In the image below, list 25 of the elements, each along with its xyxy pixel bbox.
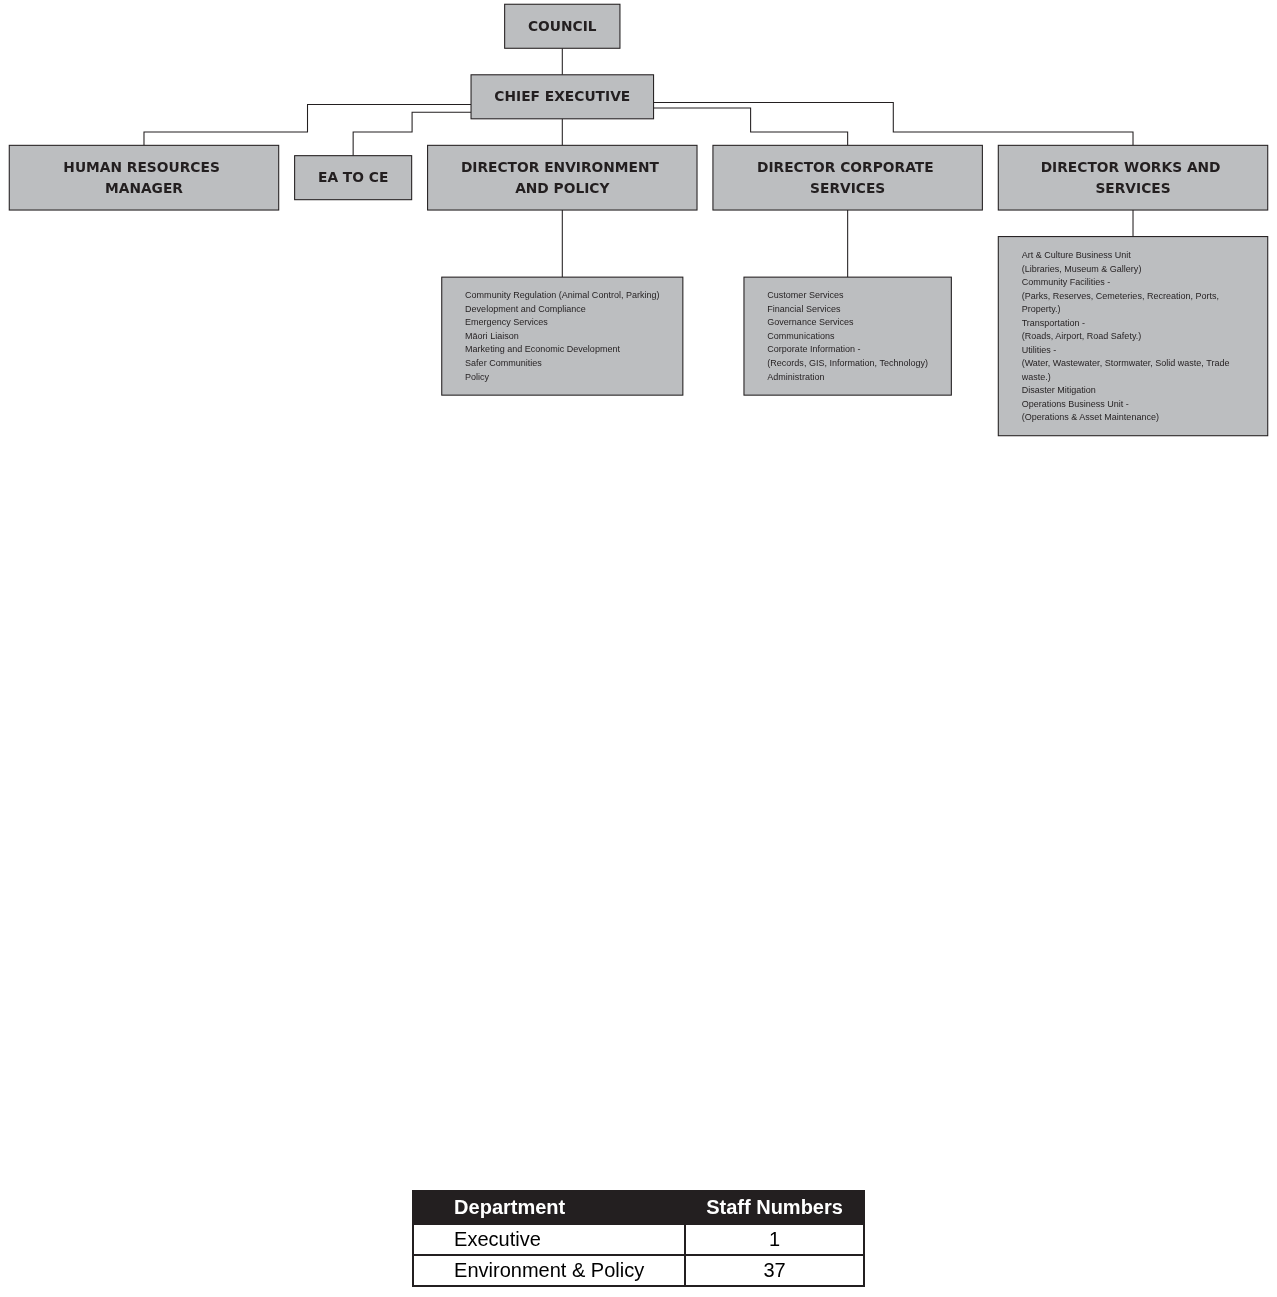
node-box: DIRECTOR ENVIRONMENT AND POLICY bbox=[427, 144, 698, 211]
node-box: Community Regulation (Animal Control, Parking) Development and Compliance Emergency Services Māori Liaison Marketing and Economic Development Safer Communities Policy bbox=[441, 276, 684, 396]
node-box: HUMAN RESOURCES MANAGER bbox=[8, 144, 280, 211]
node-box: DIRECTOR WORKS AND SERVICES bbox=[997, 144, 1269, 211]
node-box: COUNCIL bbox=[504, 3, 621, 49]
connector bbox=[653, 101, 1134, 146]
table-cell: 1 bbox=[685, 1224, 864, 1255]
connector bbox=[352, 111, 472, 157]
node-box: Customer Services Financial Services Governance Services Communications Corporate Information - (Records, GIS, Information, Technology) Administration bbox=[743, 276, 952, 396]
node-box: Art & Culture Business Unit (Libraries, Museum & Gallery) Community Facilities - (Parks, Reserves, Cemeteries, Recreation, Ports, Property.) Transportation - (Roads, Airport, Road Safety.) Utilities - (Water, Wastewater, Stormwater, Solid waste, Trade waste.) Disaster Mitigation Operations Business Unit - (Operations & Asset Maintenance) bbox=[997, 236, 1269, 437]
connector bbox=[561, 118, 563, 146]
connector bbox=[1132, 209, 1134, 238]
node-box: EA TO CE bbox=[294, 155, 413, 201]
connector bbox=[847, 209, 849, 278]
connector bbox=[653, 107, 849, 146]
connector bbox=[561, 47, 563, 76]
table-cell: Executive bbox=[413, 1224, 686, 1255]
connector bbox=[143, 103, 472, 146]
table-header: Staff Numbers bbox=[685, 1191, 864, 1224]
table-header: Department bbox=[413, 1191, 686, 1224]
table-cell: Environment & Policy bbox=[413, 1255, 686, 1286]
table-cell: 37 bbox=[685, 1255, 864, 1286]
node-box: DIRECTOR CORPORATE SERVICES bbox=[712, 144, 983, 211]
node-box: CHIEF EXECUTIVE bbox=[470, 74, 655, 120]
connector bbox=[561, 209, 563, 278]
